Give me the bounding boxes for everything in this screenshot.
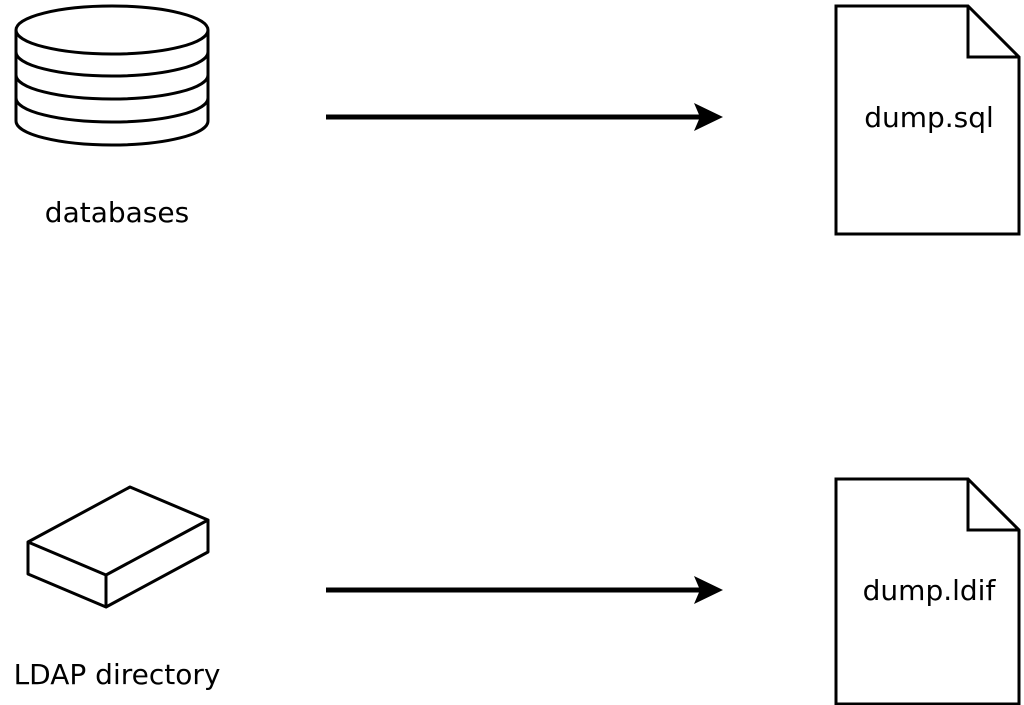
dump-ldif-label: dump.ldif bbox=[863, 574, 997, 607]
dump-sql-label: dump.sql bbox=[864, 101, 994, 134]
document-icon bbox=[834, 477, 1021, 705]
ldap-directory-label: LDAP directory bbox=[14, 658, 221, 691]
database-cylinder-icon bbox=[14, 4, 210, 147]
databases-label: databases bbox=[45, 196, 189, 229]
document-icon bbox=[834, 4, 1021, 236]
arrow-right-icon bbox=[326, 576, 723, 604]
arrow-right-icon bbox=[326, 103, 723, 131]
box-3d-icon bbox=[26, 485, 210, 609]
